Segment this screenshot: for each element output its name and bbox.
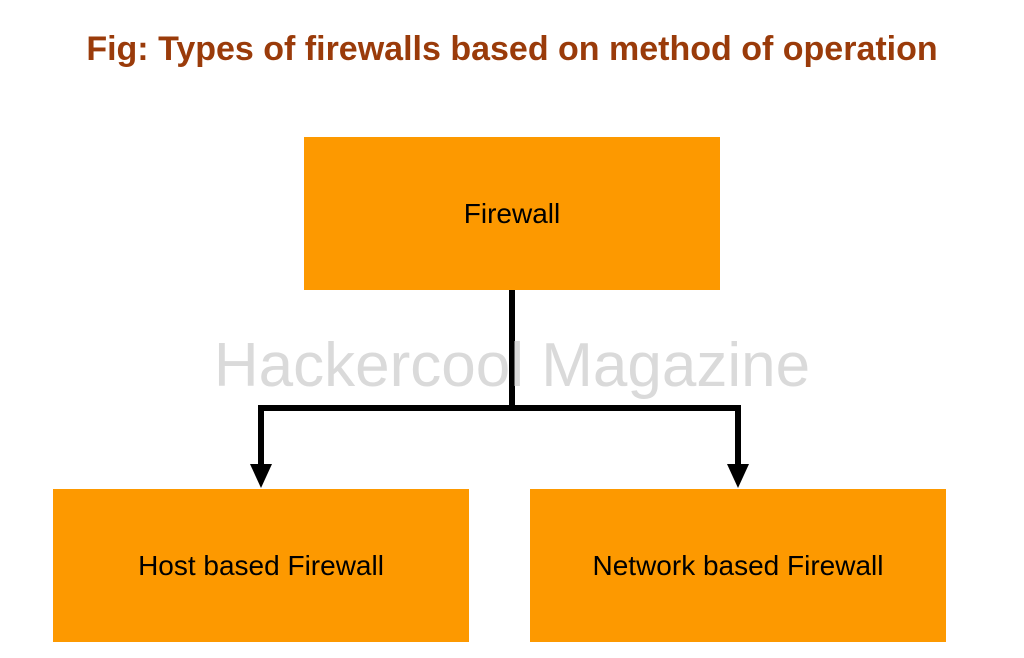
host-based-firewall-node: Host based Firewall: [53, 489, 469, 642]
host-based-firewall-label: Host based Firewall: [138, 549, 384, 581]
firewall-root-node: Firewall: [304, 137, 720, 290]
network-based-firewall-label: Network based Firewall: [592, 549, 884, 581]
left-arrowhead-icon: [250, 464, 272, 488]
firewall-root-label: Firewall: [463, 197, 561, 229]
right-arrowhead-icon: [727, 464, 749, 488]
network-based-firewall-node: Network based Firewall: [530, 489, 946, 642]
diagram-title: Fig: Types of firewalls based on method …: [86, 30, 938, 68]
